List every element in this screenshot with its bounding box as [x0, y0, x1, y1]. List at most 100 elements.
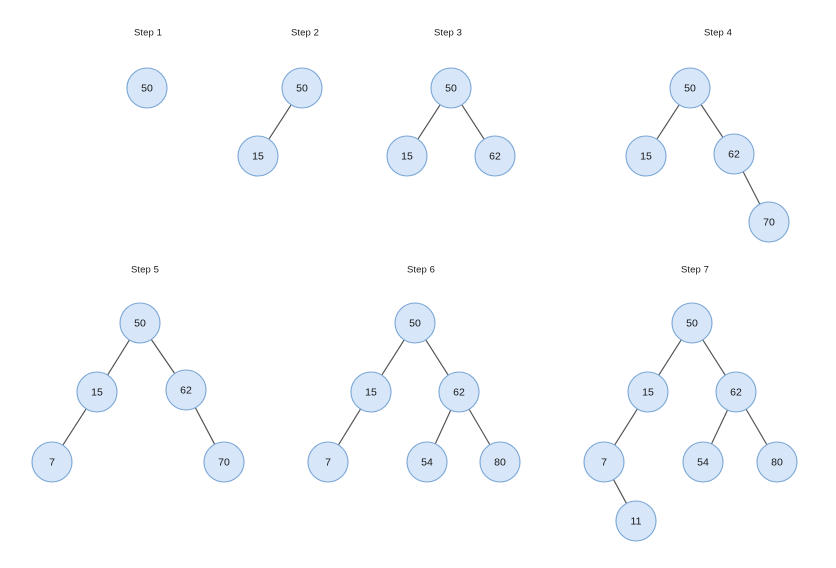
- node-circle[interactable]: [715, 371, 757, 413]
- edge-group: [656, 104, 761, 205]
- tree-node[interactable]: 62: [713, 133, 755, 175]
- tree-node[interactable]: 70: [748, 201, 790, 243]
- tree-node[interactable]: 15: [350, 371, 392, 413]
- panel-title: Step 2: [291, 28, 319, 39]
- tree-node[interactable]: 70: [203, 441, 245, 483]
- edge-group: [337, 339, 491, 446]
- tree-node[interactable]: 7: [583, 441, 625, 483]
- tree-edge: [381, 339, 405, 376]
- node-value-label: 15: [642, 387, 654, 399]
- tree-node[interactable]: 62: [438, 371, 480, 413]
- node-circle[interactable]: [625, 135, 667, 177]
- node-value-label: 11: [631, 516, 642, 528]
- node-value-label: 50: [296, 83, 308, 95]
- tree-node[interactable]: 50: [671, 302, 713, 344]
- tree-edge: [745, 408, 768, 446]
- tree-node[interactable]: 50: [126, 67, 168, 109]
- node-circle[interactable]: [669, 67, 711, 109]
- node-value-label: 62: [489, 151, 501, 163]
- panel-title: Step 1: [134, 28, 162, 39]
- tree-node[interactable]: 50: [430, 67, 472, 109]
- node-circle[interactable]: [394, 302, 436, 344]
- node-circle[interactable]: [479, 441, 521, 483]
- node-circle[interactable]: [386, 135, 428, 177]
- tree-node[interactable]: 15: [76, 371, 118, 413]
- tree-edge: [614, 408, 638, 446]
- tree-node[interactable]: 54: [682, 441, 724, 483]
- node-circle[interactable]: [406, 441, 448, 483]
- node-circle[interactable]: [126, 67, 168, 109]
- tree-edge: [194, 407, 216, 445]
- tree-node[interactable]: 54: [406, 441, 448, 483]
- node-value-label: 62: [728, 149, 740, 161]
- tree-edge: [434, 409, 452, 445]
- tree-node[interactable]: 50: [669, 67, 711, 109]
- node-value-label: 80: [494, 457, 506, 469]
- tree-node[interactable]: 15: [625, 135, 667, 177]
- panel-title: Step 7: [681, 265, 709, 276]
- tree-edge: [658, 339, 682, 376]
- node-circle[interactable]: [583, 441, 625, 483]
- node-circle[interactable]: [430, 67, 472, 109]
- node-circle[interactable]: [350, 371, 392, 413]
- tree-node[interactable]: 7: [307, 441, 349, 483]
- tree-node[interactable]: 50: [394, 302, 436, 344]
- tree-node[interactable]: 80: [756, 441, 798, 483]
- edge-group: [417, 104, 485, 140]
- edge-group: [268, 104, 292, 140]
- node-value-label: 50: [134, 318, 146, 330]
- node-circle[interactable]: [307, 441, 349, 483]
- node-circle[interactable]: [615, 500, 657, 542]
- node-value-label: 7: [49, 457, 55, 469]
- tree-node[interactable]: 11: [615, 500, 657, 542]
- node-value-label: 50: [445, 83, 457, 95]
- node-circle[interactable]: [671, 302, 713, 344]
- tree-node[interactable]: 50: [281, 67, 323, 109]
- tree-edge: [62, 408, 87, 446]
- node-circle[interactable]: [713, 133, 755, 175]
- tree-node[interactable]: 7: [31, 441, 73, 483]
- node-value-label: 15: [365, 387, 377, 399]
- tree-node[interactable]: 80: [479, 441, 521, 483]
- node-circle[interactable]: [31, 441, 73, 483]
- tree-edge: [710, 409, 729, 445]
- tree-edge: [337, 408, 362, 446]
- node-value-label: 70: [218, 457, 230, 469]
- tree-node[interactable]: 15: [627, 371, 669, 413]
- tree-edge: [612, 478, 628, 505]
- tree-node[interactable]: 15: [386, 135, 428, 177]
- node-value-label: 15: [91, 387, 103, 399]
- node-value-label: 62: [730, 387, 742, 399]
- tree-edge: [700, 104, 724, 138]
- node-circle[interactable]: [627, 371, 669, 413]
- tree-node[interactable]: 62: [474, 135, 516, 177]
- node-circle[interactable]: [748, 201, 790, 243]
- node-circle[interactable]: [165, 369, 207, 411]
- tree-node[interactable]: 15: [237, 135, 279, 177]
- node-circle[interactable]: [438, 371, 480, 413]
- node-circle[interactable]: [76, 371, 118, 413]
- node-value-label: 80: [771, 457, 783, 469]
- panel-title: Step 3: [434, 28, 462, 39]
- node-circle[interactable]: [474, 135, 516, 177]
- node-circle[interactable]: [203, 441, 245, 483]
- edge-group: [62, 338, 216, 446]
- node-value-label: 50: [141, 83, 153, 95]
- node-value-label: 54: [697, 457, 709, 469]
- node-value-label: 15: [401, 151, 413, 163]
- tree-edge: [656, 104, 680, 140]
- tree-edge: [268, 104, 292, 140]
- node-circle[interactable]: [281, 67, 323, 109]
- tree-node[interactable]: 62: [715, 371, 757, 413]
- node-value-label: 70: [763, 217, 775, 229]
- tree-node[interactable]: 50: [119, 302, 161, 344]
- node-circle[interactable]: [237, 135, 279, 177]
- tree-node[interactable]: 62: [165, 369, 207, 411]
- node-circle[interactable]: [682, 441, 724, 483]
- node-circle[interactable]: [756, 441, 798, 483]
- tree-panel: Step 2 50 15: [237, 28, 323, 177]
- tree-edge: [461, 104, 485, 140]
- node-circle[interactable]: [119, 302, 161, 344]
